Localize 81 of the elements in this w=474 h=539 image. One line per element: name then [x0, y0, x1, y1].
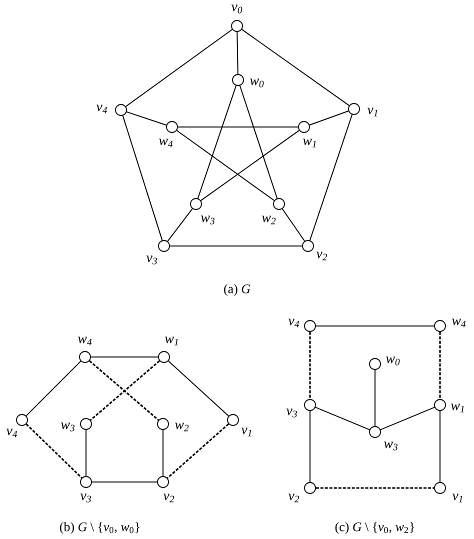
- vertex-label: w$_{3}$: [60, 422, 74, 432]
- graph-edge: [197, 85, 237, 199]
- vertex-circle: [80, 476, 92, 488]
- graph-edge: [176, 130, 275, 202]
- vertex-circle: [157, 418, 169, 430]
- vertex-circle: [348, 103, 360, 115]
- vertex-label: v$_{2}$: [163, 494, 174, 502]
- vertex-label: w$_{3}$: [384, 442, 398, 450]
- vertex-circle: [304, 482, 316, 494]
- vertex-label: v$_{0}$: [231, 4, 242, 14]
- graph-edge: [309, 114, 353, 241]
- vertex-circle: [231, 20, 243, 32]
- graph-edge: [122, 115, 163, 241]
- graph-edge: [309, 332, 311, 400]
- vertex-circle: [434, 399, 446, 411]
- vertex-label: v$_{1}$: [241, 428, 252, 436]
- vertex-label: v$_{1}$: [367, 108, 378, 116]
- vertex-circle: [80, 418, 92, 430]
- vertex-circle: [369, 426, 381, 438]
- vertex-label: v$_{2}$: [288, 494, 300, 502]
- vertex-label: v$_{3}$: [80, 494, 91, 502]
- graph-edge: [167, 208, 193, 242]
- vertex-circle: [369, 358, 381, 370]
- vertex-circle: [190, 198, 202, 210]
- caption: (b) G \ {v$_{0}$, w$_{0}$}: [60, 522, 140, 534]
- graph-edge: [26, 424, 82, 478]
- vertex-label: v$_{1}$: [452, 494, 462, 502]
- graph-edge: [166, 423, 230, 479]
- vertex-label: w$_{4}$: [78, 336, 92, 346]
- vertex-circle: [157, 476, 169, 488]
- vertex-label: w$_{1}$: [303, 138, 316, 148]
- graph-edge: [374, 369, 376, 427]
- vertex-circle: [304, 320, 316, 332]
- vertex-label: v$_{3}$: [146, 256, 157, 264]
- vertex-circle: [232, 74, 244, 86]
- graph-edge: [126, 111, 167, 126]
- graph-edge: [168, 360, 230, 416]
- graph-edge: [200, 130, 300, 202]
- graph-edge: [380, 406, 435, 430]
- vertex-label: w$_{0}$: [386, 356, 400, 366]
- vertex-circle: [158, 240, 170, 252]
- graph-edge: [282, 208, 306, 242]
- graph-edge: [236, 31, 238, 75]
- graph-edge: [241, 28, 350, 106]
- graph-edge: [26, 360, 82, 416]
- vertex-circle: [273, 198, 285, 210]
- vertex-label: w$_{0}$: [250, 78, 264, 88]
- vertex-label: v$_{4}$: [6, 428, 18, 438]
- vertex-label: w$_{1}$: [165, 336, 178, 346]
- vertex-circle: [158, 351, 170, 363]
- graph-edge: [90, 356, 159, 358]
- vertex-label: v$_{3}$: [286, 408, 297, 418]
- graph-edge: [316, 487, 434, 489]
- vertex-label: w$_{4}$: [159, 138, 173, 148]
- graph-edge: [315, 406, 370, 430]
- vertex-label: w$_{2}$: [175, 422, 189, 432]
- graph-edge: [309, 110, 349, 126]
- caption: (a) G: [224, 284, 250, 296]
- vertex-label: v$_{2}$: [316, 252, 328, 260]
- vertex-circle: [79, 351, 91, 363]
- vertex-circle: [434, 320, 446, 332]
- vertex-circle: [115, 104, 127, 116]
- vertex-label: w$_{3}$: [201, 216, 214, 224]
- vertex-circle: [166, 121, 178, 133]
- vertex-label: v$_{4}$: [288, 318, 300, 328]
- vertex-label: v$_{4}$: [96, 104, 108, 114]
- caption: (c) G \ {v$_{0}$, w$_{2}$}: [335, 522, 414, 534]
- vertex-circle: [304, 399, 316, 411]
- vertex-circle: [298, 121, 310, 133]
- vertex-circle: [227, 414, 239, 426]
- graph-edge: [439, 332, 441, 400]
- vertex-circle: [16, 414, 28, 426]
- graph-edge: [125, 28, 233, 107]
- graph-edge: [162, 429, 164, 477]
- graph-edge: [177, 126, 299, 128]
- vertex-circle: [302, 240, 314, 252]
- vertex-label: w$_{1}$: [451, 404, 464, 412]
- vertex-circle: [434, 482, 446, 494]
- vertex-label: w$_{2}$: [262, 216, 276, 224]
- vertex-label: w$_{4}$: [452, 318, 466, 328]
- graph-edge: [239, 85, 278, 199]
